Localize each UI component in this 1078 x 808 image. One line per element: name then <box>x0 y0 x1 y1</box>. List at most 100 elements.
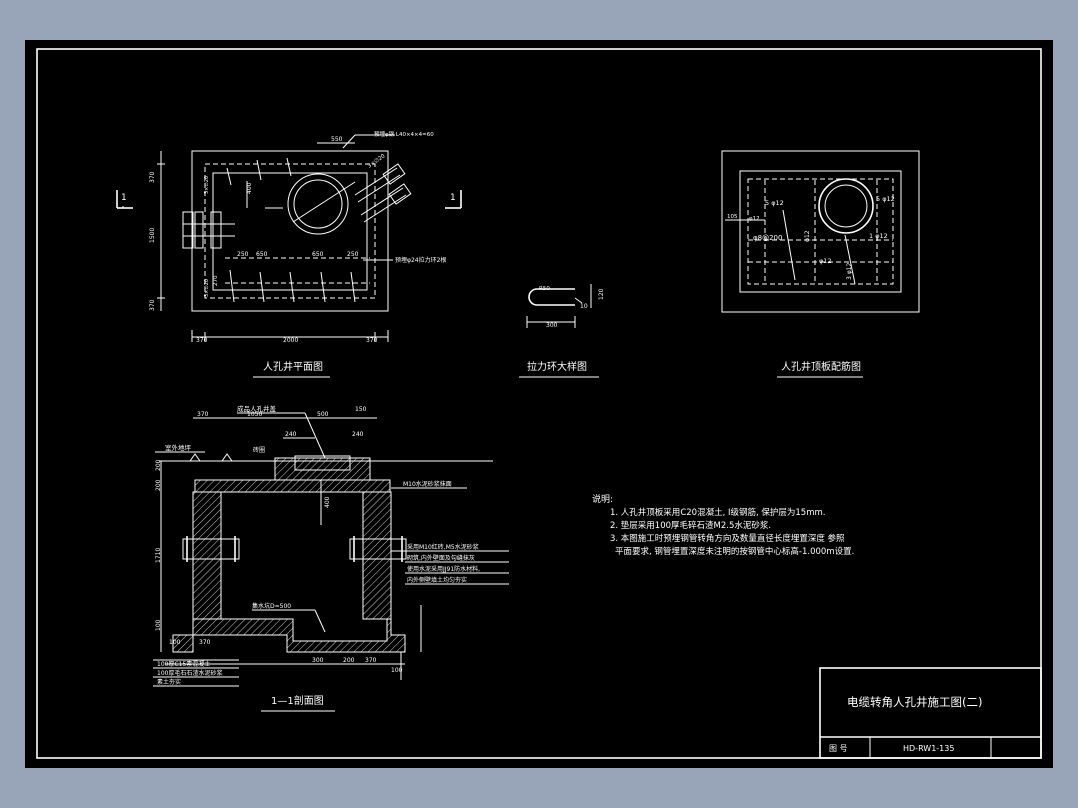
roof-label-side-left: 105 <box>727 214 738 220</box>
roof-outer <box>721 150 920 313</box>
notes-line-3: 3. 本图施工时预埋钢管转角方向及数量直径长度埋置深度 参照 <box>610 533 845 544</box>
plan-dim-bottom-left: 370 <box>196 337 208 344</box>
plan-pipe-left-a <box>182 211 194 249</box>
section-label-cover: 成品人孔井盖 <box>237 404 277 413</box>
roof-plan-view: 5 φ12 5 φ12 105 φ12 φ8@200 1 φ12 φ12 φ12… <box>721 150 920 378</box>
notes-line-1: 1. 人孔井顶板采用C20混凝土, I级钢筋, 保护层为15mm. <box>610 507 825 518</box>
section-cover-collar <box>274 457 371 481</box>
notes-heading: 说明: <box>592 493 613 505</box>
section-wall-left <box>192 491 222 620</box>
section-dim-cover-2: 240 <box>352 431 364 438</box>
section-label-ring: 砖圈 <box>253 446 265 454</box>
title-block: 电缆转角人孔井施工图(二) 图 号 HD-RW1-135 <box>819 667 1042 759</box>
title-block-title: 电缆转角人孔井施工图(二) <box>847 695 982 709</box>
pull-ring-title: 拉力环大样图 <box>527 360 587 373</box>
plan-inner-rebar <box>204 163 376 299</box>
section-dim-left-200b: 200 <box>155 479 162 491</box>
section-wall-note-4: 内外侧壁填土均匀夯实 <box>407 576 467 584</box>
plan-dim-left-mid: 1500 <box>149 228 156 243</box>
plan-dim-inner-3x-lower: 3×∅20 <box>204 279 210 297</box>
plan-section-label-right: 1 <box>450 193 456 203</box>
roof-label-side-left-2: φ12 <box>749 216 760 222</box>
notes-block: 说明: 1. 人孔井顶板采用C20混凝土, I级钢筋, 保护层为15mm. 2.… <box>592 493 854 557</box>
notes-line-2: 2. 垫层采用100厚毛碎石渣M2.5水泥砂浆. <box>610 520 771 531</box>
section-label-plaster: M10水泥砂浆抹面 <box>403 480 452 488</box>
plan-dim-inner-650a: 650 <box>256 251 268 258</box>
section-dim-bottom-370: 370 <box>199 639 211 646</box>
pull-ring-detail: R50 300 120 10 拉力环大样图 <box>519 284 605 378</box>
section-wall-note-2: 砌筑,内外壁面及勾缝抹灰 <box>407 554 475 562</box>
roof-label-top-left: 5 φ12 <box>765 199 784 207</box>
section-wall-note-1: 采用M10红砖,M5水泥砂浆 <box>407 543 479 551</box>
section-dim-top-right: 500 <box>317 411 329 418</box>
pull-ring-dim-radius: R50 <box>539 286 550 292</box>
pull-ring-shape <box>528 288 575 306</box>
roof-label-top-right: 5 φ12 <box>876 195 895 203</box>
title-block-label: 图 号 <box>829 744 848 753</box>
section-pipe-left <box>182 538 240 560</box>
section-dim-bottom-100b: 100 <box>391 667 403 674</box>
plan-note-bottom-right: 预埋φ24拉力环2根 <box>395 256 446 264</box>
section-wall-right <box>362 491 392 620</box>
pull-ring-dim-width: 300 <box>546 322 558 329</box>
drawing-border <box>36 48 1042 759</box>
plan-opening-outer <box>287 173 349 235</box>
roof-rebar <box>747 178 894 285</box>
plan-section-label-left: 1 <box>121 193 127 203</box>
section-dim-bottom-300: 300 <box>312 657 324 664</box>
roof-label-center-v: φ12 <box>804 230 811 242</box>
section-base-note-2: 100厚毛石石渣水泥砂浆 <box>157 669 222 677</box>
roof-label-bottom-mid: φ12 <box>819 257 832 265</box>
section-pipe-right <box>349 538 407 560</box>
roof-label-bottom-right: 3 φ12 <box>846 263 853 281</box>
roof-opening-outer <box>818 178 874 234</box>
plan-outer-wall <box>191 150 389 312</box>
section-dim-left-200: 200 <box>155 459 162 471</box>
section-dim-left-100: 100 <box>155 619 162 631</box>
section-base-note-1: 100厚C15素混凝土 <box>157 660 210 668</box>
title-block-number: HD-RW1-135 <box>903 744 954 753</box>
plan-dim-left-top: 370 <box>149 171 156 183</box>
section-dim-left-1710: 1710 <box>155 548 162 563</box>
section-dim-bottom-100a: 100 <box>169 639 181 646</box>
plan-dim-inner-3x: 3×∅20 <box>204 176 210 194</box>
roof-label-mid-right: 1 φ12 <box>869 232 888 240</box>
section-wall-note-3: 使用水泥采用JJ91防水材料, <box>407 565 480 573</box>
section-dim-bottom-370b: 370 <box>365 657 377 664</box>
plan-note-top-right: 预埋φ钢 L40×4×4=60 <box>374 130 434 138</box>
plan-dim-inner-650b: 650 <box>312 251 324 258</box>
plan-note-side: 3×∅20 <box>367 153 387 170</box>
notes-line-4: 平面要求, 钢管埋置深度未注明的按钢管中心标高-1.000m设置. <box>615 546 854 557</box>
section-base-note-3: 素土夯实 <box>157 678 181 686</box>
cad-drawing: 1 1 370 1500 370 370 2000 370 550 预埋φ钢 L… <box>36 48 1042 759</box>
roof-plan-title: 人孔井顶板配筋图 <box>781 360 861 373</box>
drawing-sheet: 1 1 370 1500 370 370 2000 370 550 预埋φ钢 L… <box>25 40 1053 768</box>
plan-dim-bottom-mid: 2000 <box>283 337 298 344</box>
section-dim-top-mid: 1050 <box>247 411 262 418</box>
pull-ring-dim-height: 120 <box>598 288 605 300</box>
plan-dim-inner-250: 250 <box>237 251 249 258</box>
pull-ring-dim-leg: 10 <box>580 303 588 310</box>
section-label-sump: 集水坑D=500 <box>252 602 291 610</box>
section-label-ground: 室外地坪 <box>165 443 192 452</box>
section-cover <box>294 455 351 471</box>
section-dim-top-far: 150 <box>355 406 367 413</box>
plan-dim-inner-250b: 250 <box>347 251 359 258</box>
section-dim-cover: 240 <box>285 431 297 438</box>
section-view-title: 1—1剖面图 <box>271 694 324 707</box>
section-base-slab <box>192 618 406 653</box>
plan-dim-left-bottom: 370 <box>149 299 156 311</box>
section-dim-depth: 400 <box>324 496 331 508</box>
plan-dim-inner-270: 270 <box>213 275 219 286</box>
section-view: 室外地坪 成品人孔井盖 砖圈 集水坑D=500 M10水泥砂浆抹面 采用M10红… <box>153 404 509 712</box>
plan-view-title: 人孔井平面图 <box>263 360 323 373</box>
plan-opening-inner <box>293 179 343 229</box>
roof-inner <box>739 170 902 293</box>
section-roof-slab <box>194 479 391 493</box>
plan-dim-top-offset: 550 <box>331 136 343 143</box>
section-dim-bottom-200: 200 <box>343 657 355 664</box>
title-block-frame <box>819 667 1042 759</box>
plan-dim-inner-400: 400 <box>246 182 253 194</box>
roof-opening-inner <box>824 184 868 228</box>
section-dim-top-left: 370 <box>197 411 209 418</box>
